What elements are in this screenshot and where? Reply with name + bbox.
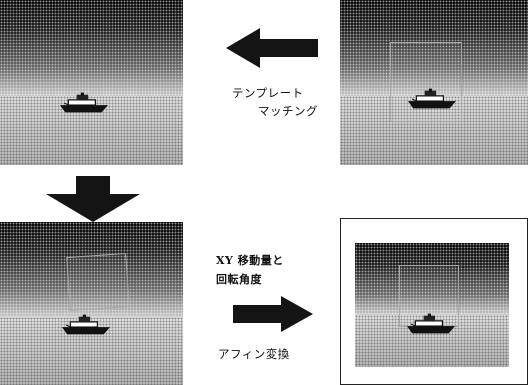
template-image-top-right (340, 0, 528, 165)
arrow-down-icon (46, 176, 140, 222)
sky-gradient (340, 0, 528, 96)
sky-gradient (0, 0, 183, 96)
affine-transform-label: アフィン変換 (218, 347, 290, 361)
arrow-right-icon (233, 296, 313, 332)
result-image (355, 243, 509, 367)
xy-shift-label-line1: XY 移動量と (216, 254, 284, 267)
ship-icon (62, 314, 111, 335)
arrow-left-icon (226, 28, 318, 68)
template-region-box (390, 42, 462, 122)
sky-gradient (0, 222, 183, 317)
ship-icon (407, 313, 456, 334)
sky-gradient (355, 243, 509, 315)
ship-icon (60, 92, 109, 113)
result-image-frame (340, 218, 528, 385)
template-matching-label-line1: テンプレート (232, 86, 304, 100)
template-matching-label-line2: マッチング (258, 104, 318, 118)
matched-region-box (66, 252, 130, 312)
matched-image-bottom-left (0, 222, 183, 385)
ship-icon (408, 88, 457, 109)
xy-shift-label-line2: 回転角度 (216, 273, 262, 286)
input-image-top-left (0, 0, 183, 165)
